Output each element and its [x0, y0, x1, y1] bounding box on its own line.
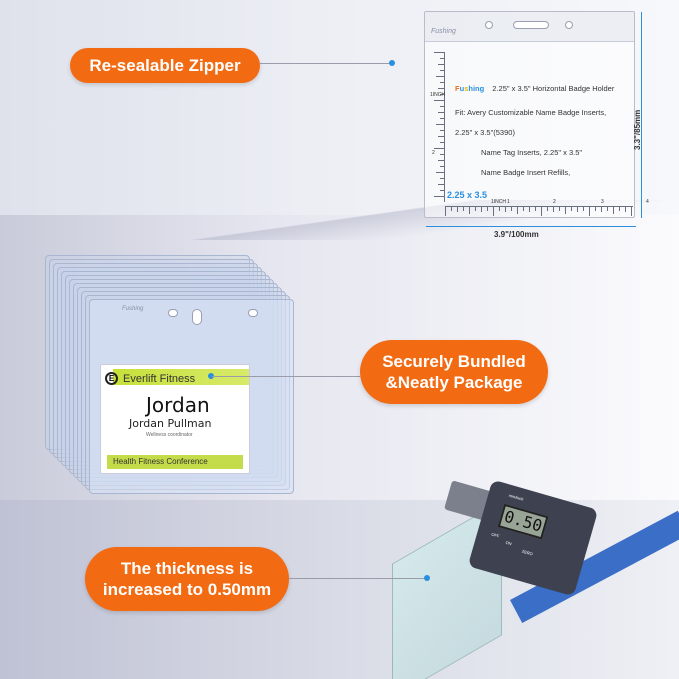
- bundle-leader-line: [212, 376, 360, 377]
- badge-header: E Everlift Fitness: [101, 369, 249, 385]
- ruler-num-4: 4: [646, 199, 649, 205]
- bundle-slot-right: [248, 309, 258, 317]
- caliper-display: 0.50: [497, 503, 549, 540]
- size-label: 2.25 x 3.5: [447, 190, 488, 200]
- bundle-slot-center: [192, 309, 202, 325]
- badge-role: Wellness coordinator: [146, 432, 193, 438]
- badge-logo: E: [105, 372, 118, 385]
- badge-full-name: Jordan Pullman: [129, 417, 212, 430]
- slot-hole-left: [485, 21, 493, 29]
- holder-brand: Fushing: [455, 84, 485, 93]
- bundle-brand: Fushing: [122, 306, 144, 312]
- holder-brand-small: Fushing: [431, 28, 456, 35]
- badge-first-name: Jordan: [146, 393, 210, 417]
- height-dimension-label: 3.3"/85mm: [633, 109, 642, 150]
- zipper-leader-line: [260, 63, 392, 64]
- thickness-callout: The thickness is increased to 0.50mm: [85, 547, 289, 611]
- holder-line-1: Fushing 2.25" x 3.5" Horizontal Badge Ho…: [455, 84, 615, 93]
- thickness-leader-line: [289, 578, 427, 579]
- caliper-off-button: OFF: [490, 531, 500, 539]
- zipper-leader-dot: [389, 60, 395, 66]
- caliper-zero-button: ZERO: [521, 548, 534, 557]
- badge-footer: Health Fitness Conference: [107, 455, 243, 469]
- caliper-unit: mm/inch: [508, 492, 525, 502]
- bundle-leader-dot: [208, 373, 214, 379]
- name-badge-card: E Everlift Fitness Jordan Jordan Pullman…: [100, 364, 250, 474]
- ruler-num-1: 1: [507, 199, 510, 205]
- slot-hole-right: [565, 21, 573, 29]
- holder-line-2: Fit: Avery Customizable Name Badge Inser…: [455, 108, 607, 117]
- width-dimension-label: 3.9"/100mm: [494, 230, 539, 239]
- bundled-callout: Securely Bundled &Neatly Package: [360, 340, 548, 404]
- caliper-on-button: ON: [505, 539, 513, 547]
- height-dimension-line: [641, 12, 642, 218]
- horizontal-ruler: 1INCH 1 2 3 4: [445, 199, 649, 220]
- ruler-v-label-1: 1INCH: [430, 92, 446, 98]
- ruler-v-label-2: 2: [432, 150, 435, 156]
- bundle-slot-left: [168, 309, 178, 317]
- ruler-num-2: 2: [553, 199, 556, 205]
- holder-line-3: 2.25" x 3.5"(5390): [455, 128, 515, 137]
- thickness-leader-dot: [424, 575, 430, 581]
- zipper-strip: Fushing: [425, 12, 634, 42]
- ruler-inch-label: 1INCH: [491, 199, 507, 205]
- zipper-callout: Re-sealable Zipper: [70, 48, 260, 83]
- vertical-ruler: 1INCH 2: [430, 52, 446, 202]
- holder-line-4: Name Tag Inserts, 2.25" x 3.5": [481, 148, 583, 157]
- holder-line-5: Name Badge Insert Refills,: [481, 168, 571, 177]
- width-dimension-line: [426, 226, 636, 227]
- ruler-num-3: 3: [601, 199, 604, 205]
- badge-event: Health Fitness Conference: [113, 457, 208, 466]
- badge-holder-diagram: Fushing 1INCH 2: [424, 11, 649, 220]
- slot-hole-center: [513, 21, 549, 29]
- badge-org: Everlift Fitness: [123, 373, 196, 385]
